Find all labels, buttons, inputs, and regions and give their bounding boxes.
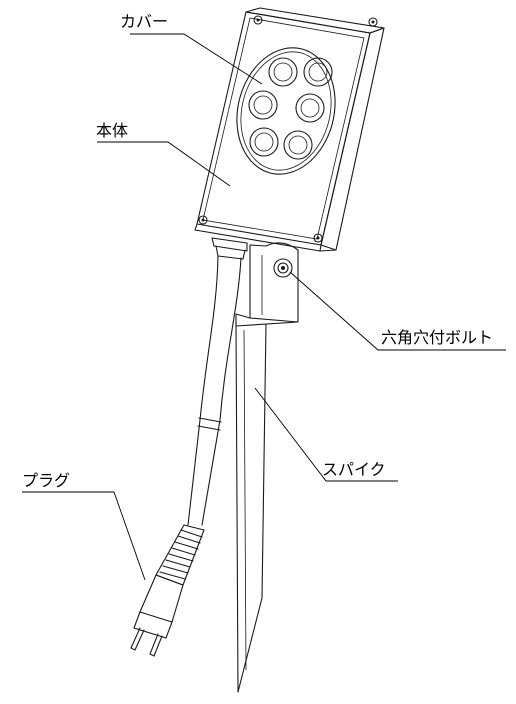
label-body: 本体 (96, 121, 129, 140)
corner-screw (253, 15, 263, 25)
led-lens (283, 130, 313, 160)
spike (235, 321, 267, 693)
corner-screw (313, 233, 323, 243)
cable-gland (211, 237, 248, 260)
leader-line-body (97, 141, 231, 187)
leader-line-plug (22, 491, 146, 581)
lamp-body (194, 7, 385, 252)
leader-line-spike (254, 387, 398, 482)
label-plug: プラグ (22, 471, 71, 490)
power-cable (187, 255, 242, 526)
led-lens (268, 57, 298, 87)
led-lens (248, 90, 278, 120)
corner-screw (198, 215, 208, 225)
corner-screw (368, 17, 378, 27)
cover-plate (236, 47, 336, 175)
leader-line-hex-bolt (289, 271, 506, 351)
label-spike: スパイク (322, 460, 386, 479)
label-cover: カバー (120, 12, 169, 31)
hex-socket-bolt (273, 258, 293, 278)
led-lens (303, 57, 333, 87)
led-lens (295, 93, 325, 123)
leader-line-cover (130, 33, 263, 85)
mount-bracket (235, 242, 299, 327)
led-lens (249, 127, 279, 157)
plug (130, 524, 205, 657)
label-hex-socket-bolt: 六角穴付ボルト (381, 328, 494, 347)
